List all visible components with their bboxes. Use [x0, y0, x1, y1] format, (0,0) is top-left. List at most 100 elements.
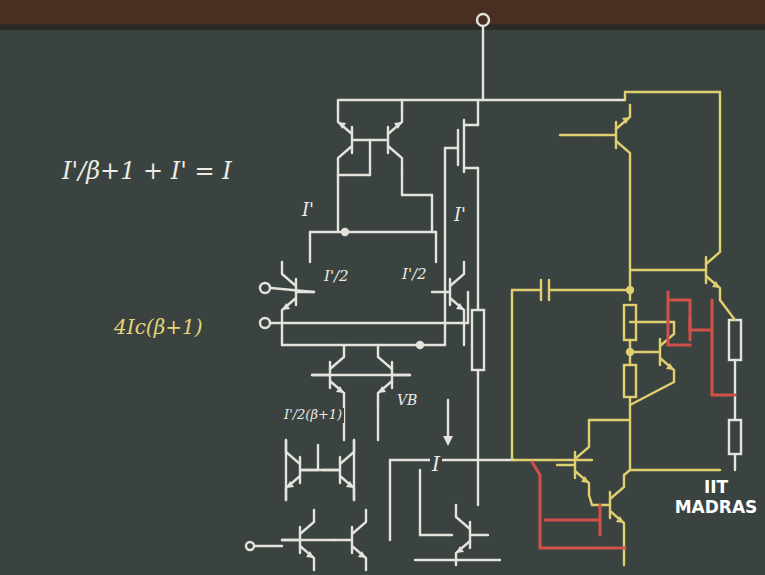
- circuit-stroke: [729, 320, 741, 360]
- circuit-stroke: [624, 365, 636, 397]
- circuit-stroke: [540, 280, 542, 300]
- chalk-annotation: I: [430, 453, 442, 476]
- chalk-annotation: I': [452, 205, 468, 226]
- circuit-stroke: [624, 92, 626, 100]
- circuit-stroke: [689, 318, 692, 340]
- circuit-stroke: [463, 120, 465, 172]
- circuit-stroke: [512, 289, 541, 291]
- circuit-stroke: [260, 283, 270, 293]
- circuit-stroke: [589, 495, 592, 505]
- circuit-stroke: [668, 292, 690, 345]
- circuit-stroke: [477, 168, 479, 310]
- circuit-stroke: [560, 134, 598, 136]
- circuit-stroke: [463, 322, 465, 345]
- circuit-stroke: [260, 318, 270, 328]
- chalk-annotation: I'/β+1 + I' = I: [60, 158, 234, 186]
- circuit-stroke: [447, 400, 449, 440]
- circuit-stroke: [342, 229, 348, 235]
- circuit-stroke: [443, 436, 453, 446]
- circuit-stroke: [720, 300, 735, 320]
- circuit-stroke: [688, 240, 720, 300]
- circuit-stroke: [353, 440, 355, 500]
- circuit-stroke: [401, 170, 403, 195]
- circuit-stroke: [477, 100, 479, 125]
- circuit-stroke: [592, 475, 624, 535]
- circuit-stroke: [300, 469, 340, 471]
- circuit-stroke: [435, 232, 437, 262]
- circuit-stroke: [282, 539, 334, 541]
- circuit-stroke: [477, 370, 479, 505]
- circuit-stroke: [401, 100, 403, 110]
- circuit-stroke: [464, 124, 478, 126]
- circuit-stroke: [630, 269, 688, 271]
- circuit-stroke: [588, 420, 590, 435]
- circuit-stroke: [549, 289, 630, 291]
- circuit-stroke: [668, 299, 690, 302]
- circuit-stroke: [472, 310, 484, 370]
- circuit-stroke: [444, 148, 446, 345]
- circuit-stroke: [532, 462, 625, 548]
- chalk-annotation: I'/2: [322, 268, 351, 285]
- circuit-stroke: [390, 459, 515, 461]
- circuit-stroke: [420, 534, 452, 536]
- board-frame: [0, 0, 765, 28]
- circuit-stroke: [255, 545, 282, 547]
- circuit-stroke: [285, 440, 287, 500]
- circuit-stroke: [482, 26, 484, 100]
- circuit-stroke: [515, 459, 592, 461]
- circuit-stroke: [629, 165, 631, 300]
- circuit-stroke: [464, 167, 478, 169]
- circuit-stroke: [432, 262, 464, 322]
- circuit-stroke: [624, 470, 630, 475]
- circuit-stroke: [729, 420, 741, 454]
- circuit-stroke: [599, 505, 602, 535]
- chalk-annotation: I': [300, 200, 316, 221]
- circuit-stroke: [734, 454, 736, 470]
- circuit-stroke: [598, 105, 630, 165]
- circuit-stroke: [589, 419, 630, 421]
- yellow-wiring: [512, 92, 735, 565]
- circuit-stroke: [629, 397, 631, 470]
- circuit-stroke: [309, 232, 311, 262]
- circuit-stroke: [338, 110, 370, 170]
- circuit-stroke: [627, 287, 633, 293]
- circuit-stroke: [310, 231, 436, 233]
- circuit-stroke: [389, 460, 391, 540]
- chalk-annotation: I'/2(β+1): [282, 408, 344, 423]
- circuit-stroke: [281, 322, 283, 345]
- watermark: IIT MADRAS: [672, 478, 760, 517]
- circuit-stroke: [630, 382, 674, 405]
- chalk-annotation: I'/2: [400, 266, 429, 283]
- circuit-stroke: [734, 360, 736, 420]
- circuit-stroke: [419, 470, 421, 535]
- circuit-stroke: [690, 300, 712, 330]
- circuit-stroke: [511, 290, 513, 460]
- circuit-stroke: [719, 92, 721, 240]
- circuit-stroke: [625, 91, 720, 93]
- chalk-annotation: 4Ic(β+1): [112, 316, 204, 339]
- circuit-stroke: [445, 147, 458, 149]
- circuit-stroke: [337, 100, 339, 110]
- circuit-stroke: [477, 14, 489, 26]
- circuit-stroke: [467, 292, 469, 323]
- circuit-stroke: [334, 510, 366, 570]
- circuit-stroke: [623, 535, 625, 565]
- circuit-stroke: [246, 542, 254, 550]
- board-frame-edge: [0, 24, 765, 30]
- circuit-stroke: [712, 300, 735, 395]
- circuit-stroke: [370, 110, 402, 170]
- circuit-stroke: [545, 519, 600, 522]
- circuit-stroke: [456, 505, 488, 565]
- circuit-stroke: [417, 342, 423, 348]
- circuit-stroke: [415, 559, 500, 561]
- circuit-stroke: [369, 140, 371, 175]
- chalk-annotation: VB: [395, 392, 419, 408]
- white-wiring: [246, 14, 741, 570]
- circuit-stroke: [630, 351, 642, 353]
- circuit-stroke: [338, 174, 370, 176]
- circuit-stroke: [340, 99, 625, 101]
- circuit-stroke: [557, 435, 589, 495]
- circuit-stroke: [317, 445, 319, 470]
